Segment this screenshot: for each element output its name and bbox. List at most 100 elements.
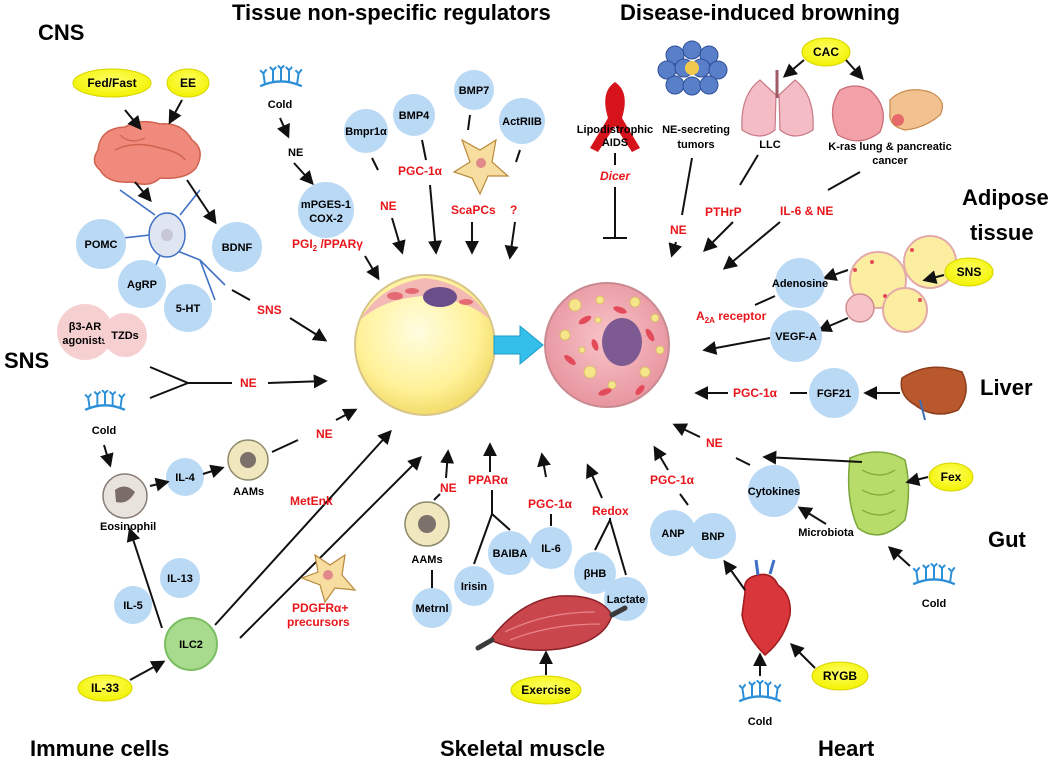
ppara-label: PPARα <box>468 473 508 487</box>
redox-label: Redox <box>592 504 629 518</box>
tumors-label-1: NE-secreting <box>662 124 730 136</box>
pgc1a-heart-label: PGC-1α <box>650 473 695 487</box>
svg-text:BAIBA: BAIBA <box>493 548 528 560</box>
svg-text:BNP: BNP <box>701 531 724 543</box>
heading-disease-browning: Disease-induced browning <box>620 0 900 25</box>
heading-tissue-non-specific: Tissue non-specific regulators <box>232 0 551 25</box>
lungs-icon <box>741 70 814 137</box>
ilc2-cell: ILC2 <box>164 617 218 671</box>
heading-skeletal-muscle: Skeletal muscle <box>440 736 605 761</box>
svg-text:Metrnl: Metrnl <box>416 603 449 615</box>
cold-snowflake-heart <box>737 680 783 703</box>
pdgfra-label-2: precursors <box>287 615 350 629</box>
agrp-circle: AgRP <box>118 260 166 308</box>
svg-text:TZDs: TZDs <box>111 330 139 342</box>
svg-text:POMC: POMC <box>85 239 118 251</box>
dicer-label: Dicer <box>600 169 631 183</box>
sns-cns-label: SNS <box>257 303 282 317</box>
pgc1a-bmp4-label: PGC-1α <box>398 164 443 178</box>
svg-text:IL-6: IL-6 <box>541 543 561 555</box>
microbiota-label: Microbiota <box>798 527 854 539</box>
pancreas-icon <box>889 89 943 131</box>
tumors-label-2: tumors <box>677 139 714 151</box>
bnp-circle: BNP <box>690 513 736 559</box>
svg-text:AgRP: AgRP <box>127 279 157 291</box>
bmpr1a-circle: Bmpr1α <box>344 109 388 153</box>
heading-sns: SNS <box>4 348 49 373</box>
svg-text:Cytokines: Cytokines <box>748 486 801 498</box>
adipose-cluster-icon <box>845 235 957 333</box>
cold-snowflake-top <box>258 65 304 88</box>
svg-text:ILC2: ILC2 <box>179 639 203 651</box>
cold-sns-label: Cold <box>92 425 116 437</box>
metrnl-circle: Metrnl <box>412 588 452 628</box>
question-label: ? <box>510 203 517 217</box>
lipodistrophic-label-1: Lipodistrophic <box>577 124 653 136</box>
anp-circle: ANP <box>650 510 696 556</box>
ne-aams-label: NE <box>316 427 333 441</box>
skeletal-muscle-icon <box>475 595 628 651</box>
cold-gut-label: Cold <box>922 598 946 610</box>
pgc1a-muscle-label: PGC-1α <box>528 497 573 511</box>
arrow-white-to-brite <box>493 324 544 366</box>
cold-snowflake-gut <box>911 563 957 586</box>
pgi2-label: PGI2 /PPARγ <box>292 237 363 253</box>
svg-text:Bmpr1α: Bmpr1α <box>345 126 387 138</box>
svg-text:COX-2: COX-2 <box>309 213 343 225</box>
liver-icon <box>900 366 967 421</box>
cold-heart-label: Cold <box>748 716 772 728</box>
tumor-cluster-icon <box>657 40 728 96</box>
pdgfra-label-1: PDGFRα+ <box>292 601 348 615</box>
svg-text:IL-4: IL-4 <box>175 472 195 484</box>
llc-label: LLC <box>759 139 780 151</box>
tzds-circle: TZDs <box>103 313 147 357</box>
heading-adipose-2: tissue <box>970 220 1034 245</box>
svg-text:BMP4: BMP4 <box>399 110 430 122</box>
bhb-circle: βHB <box>574 552 616 594</box>
metenk-label: MetEnk <box>290 494 333 508</box>
white-adipocyte <box>354 274 496 416</box>
ee-oval: EE <box>166 68 210 98</box>
heading-cns: CNS <box>38 20 84 45</box>
brite-adipocyte <box>544 282 670 408</box>
fex-oval: Fex <box>928 462 974 492</box>
svg-text:CAC: CAC <box>813 45 839 59</box>
svg-text:Fed/Fast: Fed/Fast <box>87 76 136 90</box>
neuron-illustration <box>104 189 226 301</box>
svg-text:β3-AR: β3-AR <box>69 321 101 333</box>
svg-text:Irisin: Irisin <box>461 581 488 593</box>
svg-text:ANP: ANP <box>661 528 684 540</box>
lipodistrophic-label-2: AIDS <box>602 137 628 149</box>
svg-text:Lactate: Lactate <box>607 594 646 606</box>
5ht-circle: 5-HT <box>164 284 212 332</box>
svg-text:EE: EE <box>180 76 196 90</box>
adenosine-circle: Adenosine <box>772 258 828 308</box>
irisin-circle: Irisin <box>454 566 494 606</box>
svg-text:SNS: SNS <box>957 265 982 279</box>
vegfa-circle: VEGF-A <box>770 310 822 362</box>
ne-sns-label: NE <box>240 376 257 390</box>
svg-text:BMP7: BMP7 <box>459 85 490 97</box>
il5-circle: IL-5 <box>114 586 152 624</box>
a2a-receptor-label: A2A receptor <box>696 309 767 325</box>
cytokines-circle: Cytokines <box>748 465 801 517</box>
aams-muscle-cell <box>404 501 450 547</box>
heading-liver: Liver <box>980 375 1033 400</box>
scapcs-label: ScaPCs <box>451 203 496 217</box>
svg-text:5-HT: 5-HT <box>176 303 201 315</box>
mpges-cox2-circle: mPGES-1 COX-2 <box>298 182 354 238</box>
heart-organ-icon <box>741 559 791 657</box>
svg-text:Fex: Fex <box>941 470 962 484</box>
eosinophil-cell <box>102 473 148 519</box>
aams-muscle-label: AAMs <box>411 554 442 566</box>
eosinophil-label: Eosinophil <box>100 521 156 533</box>
bmp4-circle: BMP4 <box>393 94 435 136</box>
svg-text:Adenosine: Adenosine <box>772 278 828 290</box>
svg-text:mPGES-1: mPGES-1 <box>301 199 351 211</box>
ne-top-label: NE <box>288 147 303 159</box>
heading-gut: Gut <box>988 527 1027 552</box>
ne-bmp-label: NE <box>380 199 397 213</box>
il6-circle: IL-6 <box>530 527 572 569</box>
il4-circle: IL-4 <box>166 458 204 496</box>
pthrp-label: PTHrP <box>705 205 742 219</box>
